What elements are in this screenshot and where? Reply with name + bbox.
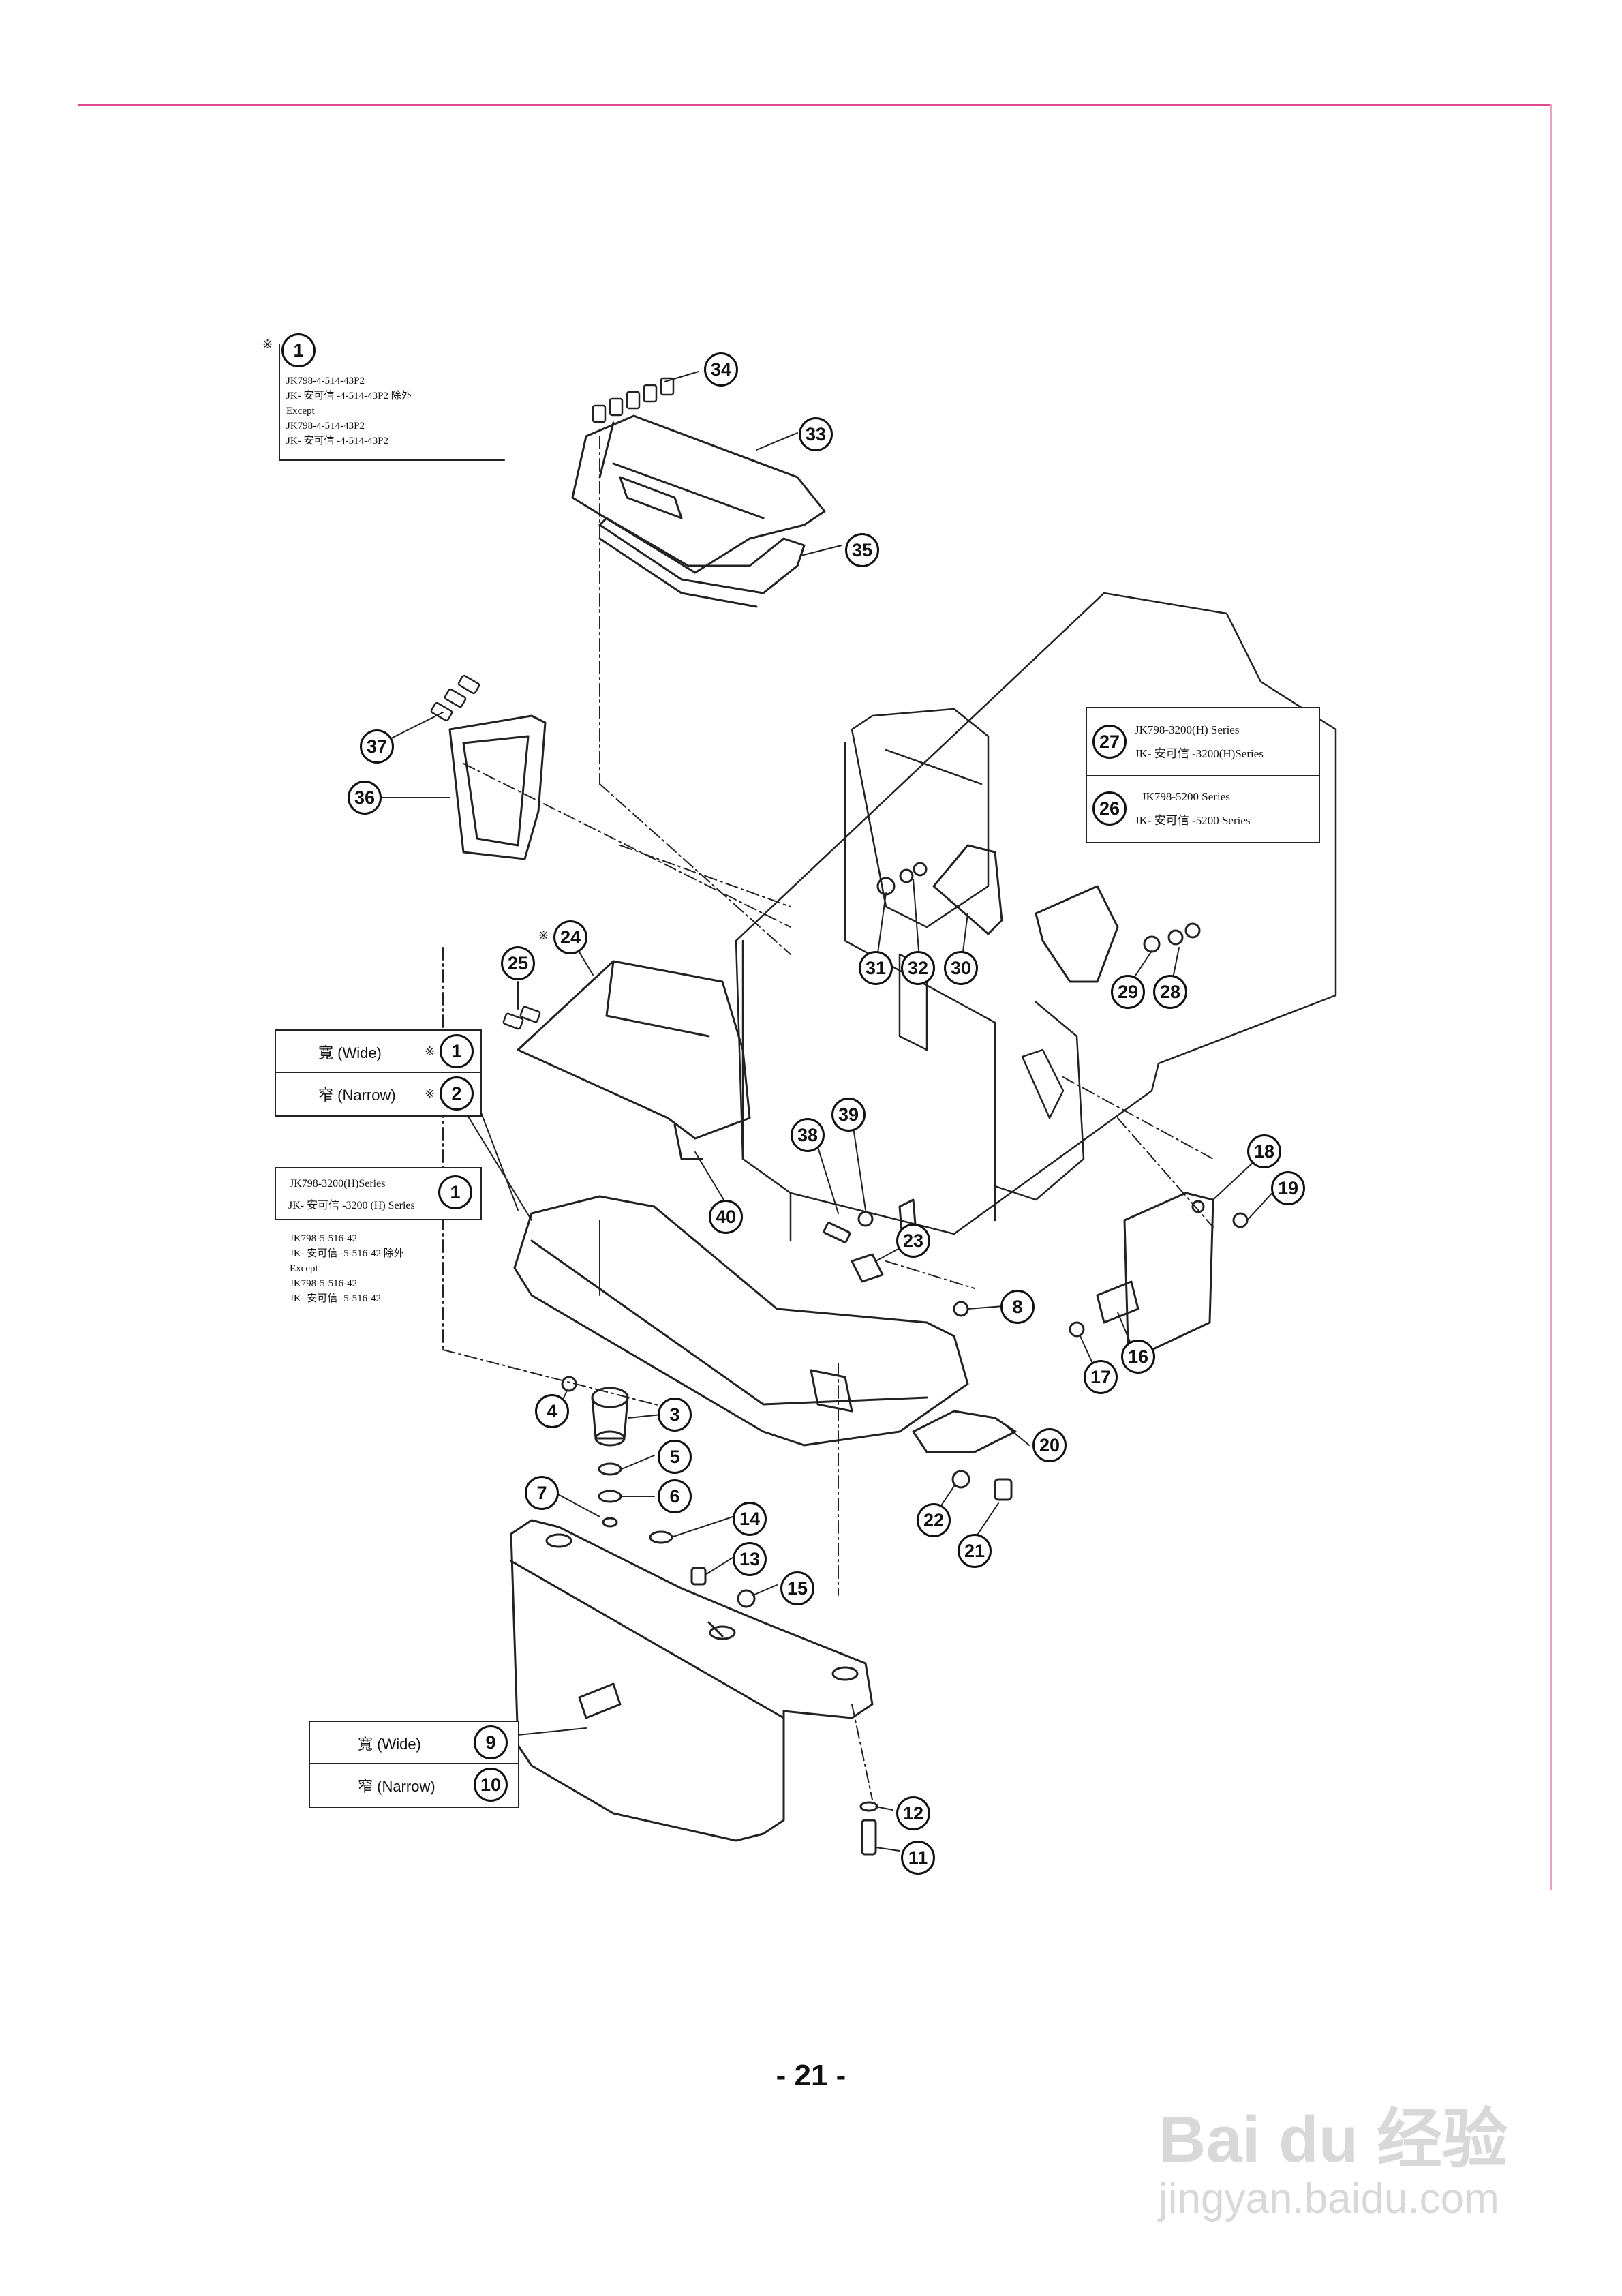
note-line: Except [286,406,315,417]
tray-series-line: JK- 安可信 -3200 (H) Series [288,1200,415,1211]
callout-37: 37 [360,729,394,764]
star-mark: ※ [262,337,273,352]
fittings [561,1376,756,1608]
note-borders [279,344,505,461]
callout-19: 19 [1271,1171,1305,1205]
chute-group [502,960,751,1160]
note-top-left: JK798-4-514-43P2 JK- 安可信 -4-514-43P2 除外 … [286,374,412,449]
note-line: JK798-4-514-43P2 [286,376,365,387]
series-line: JK798-3200(H) Series [1135,723,1240,736]
callout-35: 35 [845,533,879,567]
lower-waste-box [510,1519,874,1842]
width-box-narrow-lower: 窄 (Narrow) 10 [309,1763,519,1808]
width-box-wide-lower: 寬 (Wide) 9 [309,1721,519,1766]
callout-4: 4 [535,1394,569,1428]
callout-20: 20 [1032,1428,1067,1462]
watermark-logo: Bai du 经验 [1159,2103,1508,2176]
tray-series-line: JK798-3200(H)Series [290,1178,386,1190]
wide-label: 寬 (Wide) [358,1736,421,1753]
callout-33: 33 [799,417,833,451]
callout-32: 32 [901,951,935,985]
star-mark: ※ [425,1044,435,1059]
callout-25: 25 [501,946,535,980]
callout-38: 38 [791,1118,825,1152]
callout-7: 7 [525,1476,559,1510]
callout-1-tray: 1 [438,1175,472,1209]
note-middle-left: JK798-5-516-42 JK- 安可信 -5-516-42 除外 Exce… [290,1231,404,1306]
series-line: JK798-5200 Series [1142,790,1230,803]
callout-14: 14 [733,1502,767,1536]
star-mark: ※ [425,1087,435,1101]
callout-15: 15 [780,1571,814,1605]
latch-group [912,1410,1017,1501]
series-line: JK- 安可信 -5200 Series [1135,814,1251,827]
note-line: JK798-4-514-43P2 [286,421,365,432]
note-line: Except [290,1263,318,1274]
callout-12: 12 [896,1796,930,1830]
width-box-wide: 寬 (Wide) ※ 1 [275,1029,482,1074]
narrow-label: 窄 (Narrow) [358,1778,435,1795]
wide-label: 寬 (Wide) [318,1044,382,1061]
callout-5: 5 [658,1440,692,1474]
top-cover-group [571,377,826,608]
callout-23: 23 [896,1224,930,1258]
callout-2-narrow: 2 [440,1076,474,1111]
callout-36: 36 [348,781,382,815]
watermark-url: jingyan.baidu.com [1159,2175,1499,2222]
callout-16: 16 [1121,1340,1155,1374]
callout-10: 10 [474,1768,508,1802]
callout-18: 18 [1247,1134,1281,1168]
narrow-label: 窄 (Narrow) [318,1087,396,1104]
callout-8: 8 [1000,1290,1035,1324]
series-box-row-26: 26 JK798-5200 Series JK- 安可信 -5200 Serie… [1086,775,1320,843]
leader-lines [381,371,1285,1852]
callout-29: 29 [1111,975,1145,1009]
width-box-narrow: 窄 (Narrow) ※ 2 [275,1072,482,1117]
note-line: JK- 安可信 -4-514-43P2 [286,436,388,447]
series-line: JK- 安可信 -3200(H)Series [1135,747,1264,760]
callout-22: 22 [917,1503,951,1537]
callout-21: 21 [958,1534,992,1568]
bracket-group [1069,1192,1249,1351]
callout-6: 6 [658,1479,692,1513]
callout-34: 34 [704,352,738,387]
callout-27: 27 [1092,725,1127,759]
callout-39: 39 [831,1098,866,1132]
note-line: JK- 安可信 -5-516-42 除外 [290,1248,404,1259]
note-line: JK798-5-516-42 [290,1233,358,1244]
upper-tray [513,1195,969,1447]
margin-rule [1550,104,1552,1890]
note-line: JK- 安可信 -4-514-43P2 除外 [286,391,412,402]
callout-26: 26 [1092,791,1127,826]
callout-1-top: 1 [281,333,316,367]
callout-1-wide: 1 [440,1034,474,1068]
callout-9: 9 [474,1725,508,1759]
callout-13: 13 [733,1542,767,1576]
nuts-23-8 [851,1253,969,1317]
callout-17: 17 [1084,1360,1118,1394]
note-line: JK- 安可信 -5-516-42 [290,1293,382,1304]
page-number: - 21 - [776,2059,846,2092]
callout-40: 40 [709,1200,743,1234]
linkage-group [876,844,1201,983]
callout-31: 31 [859,951,893,985]
assembly-guide-lines [442,436,1214,1800]
star-mark: ※ [538,928,549,943]
callout-3: 3 [658,1398,692,1432]
callout-30: 30 [944,951,978,985]
screw-11-12 [859,1801,878,1856]
series-box-row-27: 27 JK798-3200(H) Series JK- 安可信 -3200(H)… [1086,707,1320,778]
callout-11: 11 [901,1841,935,1875]
note-line: JK798-5-516-42 [290,1278,358,1289]
callout-24: 24 [553,920,587,954]
header-rule [78,104,1550,106]
tray-series-box: JK798-3200(H)Series JK- 安可信 -3200 (H) Se… [275,1167,482,1220]
side-cover-group [430,674,547,860]
callout-28: 28 [1153,975,1187,1009]
